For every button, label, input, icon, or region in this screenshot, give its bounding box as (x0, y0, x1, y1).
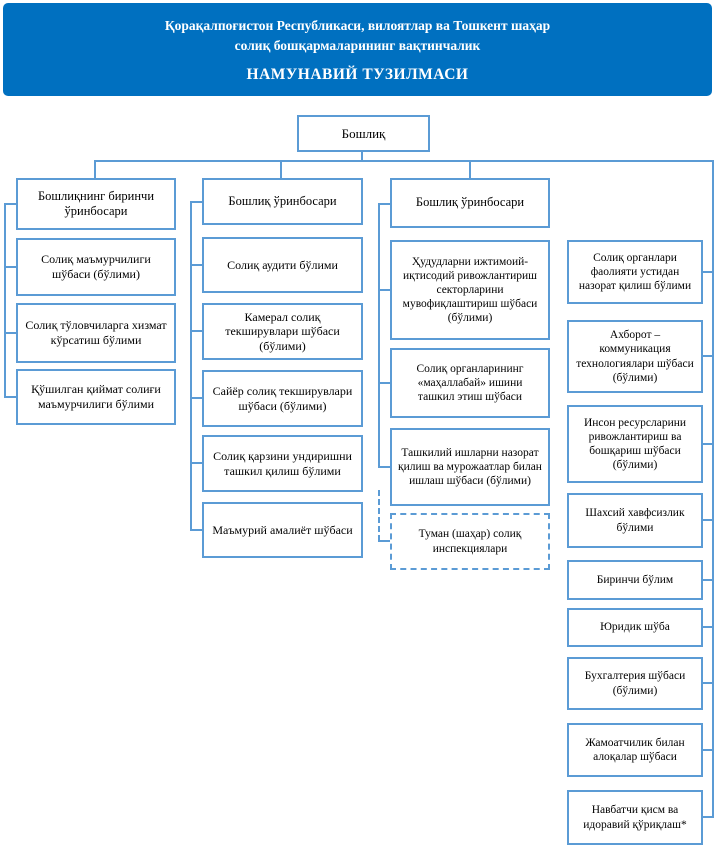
connector-col3-stub-1 (378, 289, 390, 291)
connector-col4-stub-2 (703, 355, 712, 357)
connector-col2-stub-header (190, 201, 202, 203)
banner-line2: солиқ бошқармаларининг вақтинчалик (234, 38, 481, 54)
box-deputy-3: Бошлиқ ўринбосари (390, 178, 550, 228)
box-administrative-practice: Маъмурий амалиёт шўбаси (202, 502, 363, 558)
connector-col4-stub-1 (703, 271, 712, 273)
box-hr: Инсон ресурсларини ривожлантириш ва бошқ… (567, 405, 703, 483)
box-tax-administration: Солиқ маъмурчилиги шўбаси (бўлими) (16, 238, 176, 296)
connector-col1-stub-header (4, 203, 16, 205)
connector-drop-col3 (469, 160, 471, 179)
connector-col3-dashed-stub (378, 540, 390, 542)
box-boshliq: Бошлиқ (297, 115, 430, 152)
connector-col3-stub-header (378, 203, 390, 205)
banner-line1: Қорақалпоғистон Республикаси, вилоятлар … (164, 18, 551, 33)
box-first-division: Биринчи бўлим (567, 560, 703, 600)
box-tax-debt: Солиқ қарзини ундиришни ташкил қилиш бўл… (202, 435, 363, 492)
connector-col3-dashed-spine (378, 490, 380, 541)
box-taxpayer-services: Солиқ тўловчиларга хизмат кўрсатиш бўлим… (16, 303, 176, 363)
connector-col1-stub-3 (4, 396, 16, 398)
connector-drop-col1 (94, 160, 96, 179)
box-legal: Юридик шўба (567, 608, 703, 647)
box-mahalla-work: Солиқ органларининг «маҳаллабай» ишини т… (390, 348, 550, 418)
box-duty-unit: Навбатчи қисм ва идоравий қўриқлаш* (567, 790, 703, 845)
connector-col1-spine (4, 203, 6, 398)
connector-col3-spine (378, 203, 380, 467)
connector-col4-stub-5 (703, 579, 712, 581)
box-field-inspections: Сайёр солиқ текширувлари шўбаси (бўлими) (202, 370, 363, 427)
box-tax-audit: Солиқ аудити бўлими (202, 237, 363, 293)
connector-col4-stub-3 (703, 443, 712, 445)
connector-col4-stub-8 (703, 749, 712, 751)
connector-drop-col2 (280, 160, 282, 179)
connector-col3-stub-2 (378, 382, 390, 384)
connector-root-riser (361, 150, 363, 161)
box-ict: Ахборот – коммуникация технологиялари шў… (567, 320, 703, 393)
connector-right-spine (712, 160, 714, 818)
banner-title: НАМУНАВИЙ ТУЗИЛМАСИ (246, 65, 469, 83)
connector-col4-stub-7 (703, 682, 712, 684)
connector-col2-stub-2 (190, 330, 202, 332)
box-first-deputy: Бошлиқнинг биринчи ўринбосари (16, 178, 176, 230)
connector-col2-spine (190, 201, 192, 530)
connector-col1-stub-2 (4, 332, 16, 334)
box-vat-administration: Қўшилган қиймат солиғи маъмурчилиги бўли… (16, 369, 176, 425)
connector-col3-stub-3 (378, 466, 390, 468)
connector-col4-stub-9 (703, 816, 712, 818)
box-oversight: Солиқ органлари фаолияти устидан назорат… (567, 240, 703, 304)
connector-col4-stub-6 (703, 626, 712, 628)
connector-col4-stub-4 (703, 519, 712, 521)
header-banner: Қорақалпоғистон Республикаси, вилоятлар … (3, 3, 712, 96)
connector-col1-stub-1 (4, 266, 16, 268)
connector-col2-stub-1 (190, 264, 202, 266)
box-accounting: Бухгалтерия шўбаси (бўлими) (567, 657, 703, 710)
box-deputy-2: Бошлиқ ўринбосари (202, 178, 363, 225)
box-territorial-development: Ҳудудларни ижтимоий-иқтисодий ривожланти… (390, 240, 550, 340)
connector-col2-stub-5 (190, 529, 202, 531)
box-public-relations: Жамоатчилик билан алоқалар шўбаси (567, 723, 703, 777)
connector-col2-stub-4 (190, 462, 202, 464)
connector-top-rail (94, 160, 714, 162)
box-personal-security: Шахсий хавфсизлик бўлими (567, 493, 703, 548)
connector-col2-stub-3 (190, 397, 202, 399)
box-cameral-inspections: Камерал солиқ текширувлари шўбаси (бўлим… (202, 303, 363, 360)
box-organizational-control: Ташкилий ишларни назорат қилиш ва мурожа… (390, 428, 550, 506)
box-district-inspections: Туман (шаҳар) солиқ инспекциялари (390, 513, 550, 570)
